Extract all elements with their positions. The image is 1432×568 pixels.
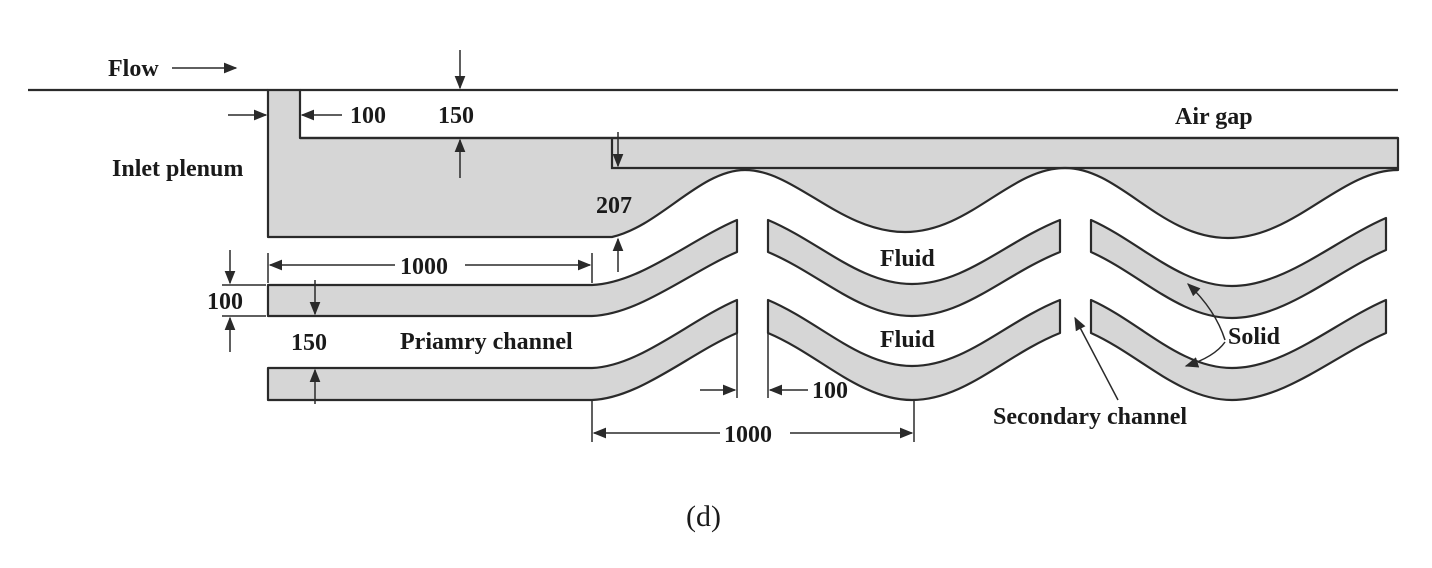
fluid-lower-label: Fluid <box>880 327 935 353</box>
airgap-dim-label: 150 <box>438 103 474 129</box>
upper-plate-1 <box>266 218 739 318</box>
offset-dim-label: 207 <box>596 193 632 219</box>
secondary-channel-label: Secondary channel <box>993 404 1187 430</box>
period-dim-label: 1000 <box>724 422 772 448</box>
slot-dim-label: 100 <box>812 378 848 404</box>
secondary-channel-leader <box>1074 316 1119 401</box>
primary-channel-label: Priamry channel <box>400 329 573 355</box>
solid-label: Solid <box>1228 324 1281 350</box>
plenum-step <box>610 138 1398 170</box>
upper-plate-2 <box>766 218 1062 318</box>
upper-plate-3 <box>1089 216 1388 320</box>
solid-leader-lower <box>1184 341 1226 368</box>
channel-dim-label: 150 <box>291 330 327 356</box>
lower-plate-2 <box>766 298 1062 402</box>
air-gap-label: Air gap <box>1175 104 1253 130</box>
fluid-upper-label: Fluid <box>880 246 935 272</box>
inlet-plenum-label: Inlet plenum <box>112 156 243 182</box>
thickness-dim-label: 100 <box>207 289 243 315</box>
flow-label: Flow <box>108 56 159 82</box>
inlet-plenum-block <box>266 88 1400 240</box>
solid-leader-upper <box>1187 283 1226 341</box>
figure-caption: (d) <box>686 500 721 533</box>
gap-dim-label: 100 <box>350 103 386 129</box>
straight-dim-label: 1000 <box>400 254 448 280</box>
